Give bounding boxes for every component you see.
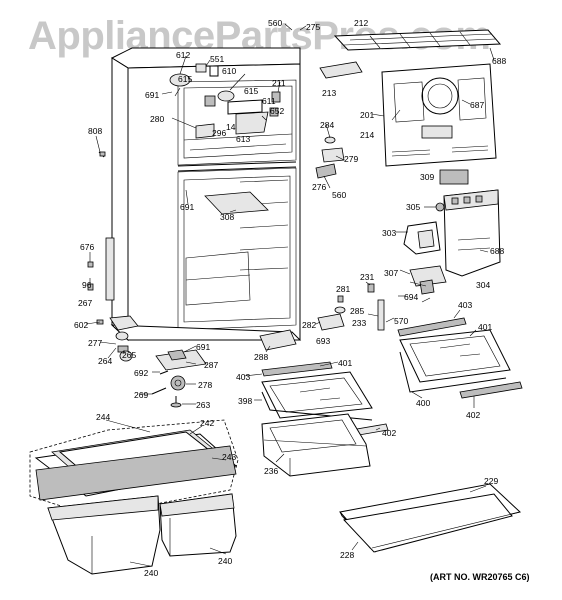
part-label: 240 bbox=[144, 568, 158, 578]
part-label: 688 bbox=[490, 246, 504, 256]
part-label: 287 bbox=[204, 360, 218, 370]
part-label: 401 bbox=[338, 358, 352, 368]
part-label: 309 bbox=[420, 172, 434, 182]
part-label: 691 bbox=[145, 90, 159, 100]
part-label: 265 bbox=[122, 350, 136, 360]
part-label: 278 bbox=[198, 380, 212, 390]
leader-lines bbox=[85, 23, 495, 567]
part-label: 96 bbox=[82, 280, 92, 290]
grommet-305 bbox=[435, 202, 445, 212]
part-label: 242 bbox=[200, 418, 214, 428]
part-label: 304 bbox=[476, 280, 490, 290]
part-label: 240 bbox=[218, 556, 232, 566]
part-label: 14 bbox=[226, 122, 236, 132]
rail-213 bbox=[319, 61, 363, 79]
part-label: 611 bbox=[262, 96, 276, 106]
shelf-right bbox=[397, 317, 523, 399]
part-label: 214 bbox=[360, 130, 374, 140]
wire-shelf-212 bbox=[333, 29, 502, 51]
part-label: 551 bbox=[210, 54, 224, 64]
label-309 bbox=[439, 169, 469, 185]
cabinet bbox=[105, 47, 302, 342]
bracket-288 bbox=[259, 329, 297, 351]
part-label: 228 bbox=[340, 550, 354, 560]
part-label: 296 bbox=[212, 128, 226, 138]
part-label: 284 bbox=[320, 120, 334, 130]
part-label: 243 bbox=[222, 452, 236, 462]
part-label: 688 bbox=[492, 56, 506, 66]
part-label: 693 bbox=[316, 336, 330, 346]
part-label: 308 bbox=[220, 212, 234, 222]
part-label: 615 bbox=[244, 86, 258, 96]
part-label: 269 bbox=[134, 390, 148, 400]
part-label: 213 bbox=[322, 88, 336, 98]
part-label: 201 bbox=[360, 110, 374, 120]
part-label: 691 bbox=[196, 342, 210, 352]
part-label: 212 bbox=[354, 18, 368, 28]
freezer-shelf bbox=[204, 191, 269, 215]
rear-panel-201 bbox=[381, 63, 497, 167]
part-label: 277 bbox=[88, 338, 102, 348]
glass-panel-229 bbox=[339, 483, 522, 553]
air-duct-304 bbox=[443, 189, 501, 277]
bracket-307 bbox=[409, 265, 447, 287]
part-label: 602 bbox=[74, 320, 88, 330]
part-label: 398 bbox=[238, 396, 252, 406]
roller-wheel bbox=[170, 375, 186, 391]
part-label: 229 bbox=[484, 476, 498, 486]
part-label: 233 bbox=[352, 318, 366, 328]
part-label: 676 bbox=[80, 242, 94, 252]
part-label: 211 bbox=[272, 78, 286, 88]
part-label: 263 bbox=[196, 400, 210, 410]
part-label: 615 bbox=[178, 74, 192, 84]
crisper-cover-assembly-244 bbox=[29, 419, 239, 517]
part-label: 402 bbox=[466, 410, 480, 420]
part-label: 400 bbox=[416, 398, 430, 408]
part-label: 403 bbox=[458, 300, 472, 310]
control-parts-group bbox=[169, 63, 281, 139]
part-label: 264 bbox=[98, 356, 112, 366]
part-label: 403 bbox=[236, 372, 250, 382]
part-labels: 560 275 212 612 551 615 610 615 691 211 … bbox=[74, 18, 506, 578]
part-label: 402 bbox=[382, 428, 396, 438]
part-label: 236 bbox=[264, 466, 278, 476]
part-label: 570 bbox=[394, 316, 408, 326]
part-label: 275 bbox=[306, 22, 320, 32]
part-label: 694 bbox=[404, 292, 418, 302]
part-label: 612 bbox=[176, 50, 190, 60]
part-label: 610 bbox=[222, 66, 236, 76]
part-label: 285 bbox=[350, 306, 364, 316]
crisper-drawers-240 bbox=[47, 493, 237, 575]
part-label: 279 bbox=[344, 154, 358, 164]
hinge-parts-left bbox=[87, 261, 139, 362]
part-label: 280 bbox=[150, 114, 164, 124]
drawer-236 bbox=[261, 413, 371, 477]
part-label: 288 bbox=[254, 352, 268, 362]
part-label: 281 bbox=[336, 284, 350, 294]
part-label: 560 bbox=[332, 190, 346, 200]
part-label: 401 bbox=[478, 322, 492, 332]
part-label: 305 bbox=[406, 202, 420, 212]
part-label: 560 bbox=[268, 18, 282, 28]
part-label: 276 bbox=[312, 182, 326, 192]
screw-808 bbox=[98, 151, 106, 158]
part-label: 267 bbox=[78, 298, 92, 308]
part-label: 231 bbox=[360, 272, 374, 282]
part-label: 307 bbox=[384, 268, 398, 278]
part-label: 613 bbox=[236, 134, 250, 144]
part-label: 303 bbox=[382, 228, 396, 238]
part-label: 687 bbox=[470, 100, 484, 110]
part-label: 808 bbox=[88, 126, 102, 136]
part-label: 244 bbox=[96, 412, 110, 422]
art-number: (ART NO. WR20765 C6) bbox=[430, 572, 530, 582]
part-label: 692 bbox=[134, 368, 148, 378]
part-label: 282 bbox=[302, 320, 316, 330]
part-label: 691 bbox=[180, 202, 194, 212]
part-label: 652 bbox=[270, 106, 284, 116]
